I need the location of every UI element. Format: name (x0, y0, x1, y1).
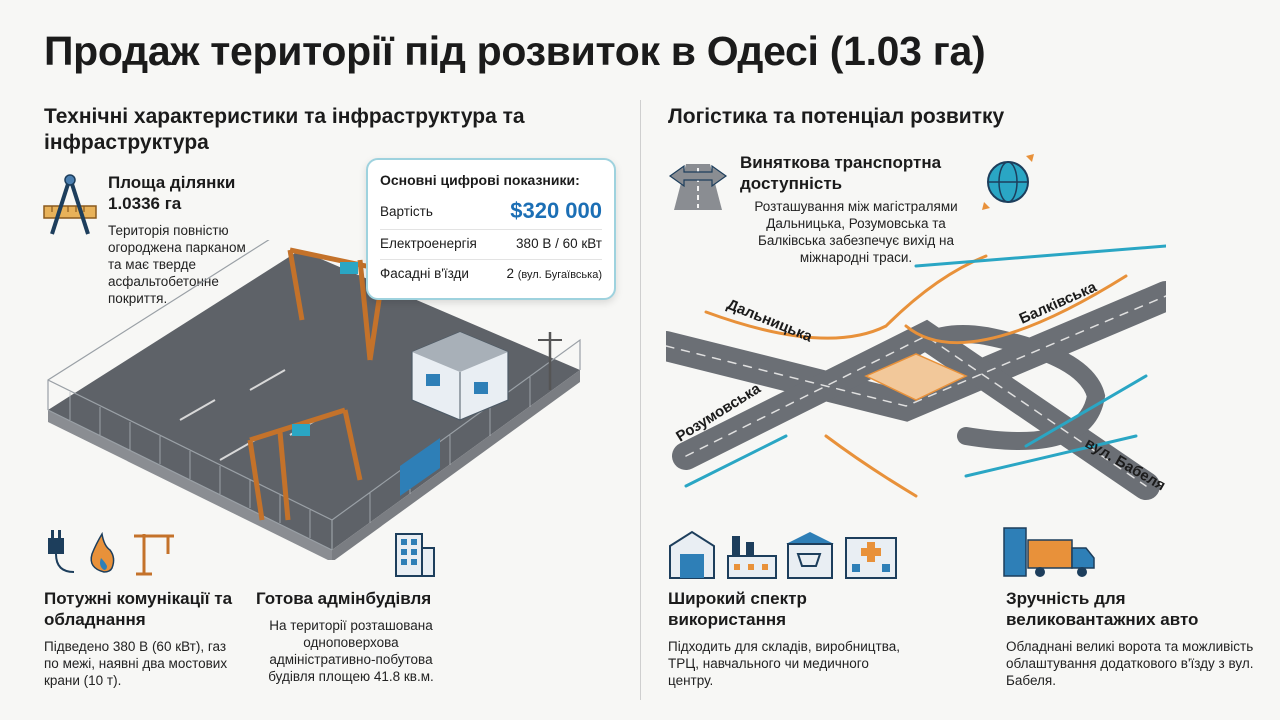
utilities-title: Потужні комунікації та обладнання (44, 589, 233, 629)
trucks-title: Зручність для великовантажних авто (1006, 589, 1199, 629)
area-text: Територія повністю огороджена парканом т… (108, 223, 246, 306)
power-value: 380 В / 60 кВт (516, 236, 602, 251)
globe-icon (978, 150, 1038, 214)
right-section-heading: Логістика та потенціал розвитку (668, 105, 1005, 128)
road-map-illustration: Дальницька Балківська Розумовська вул. Б… (666, 236, 1166, 526)
entrances-value: 2 (506, 266, 514, 281)
office-building-icon (392, 530, 438, 578)
factory-icon (727, 536, 777, 579)
price-value: $320 000 (510, 198, 602, 223)
truck-icon (1002, 526, 1098, 580)
column-divider (640, 100, 641, 700)
road-label-dalnytska: Дальницька (725, 296, 816, 346)
warehouse-icon (669, 530, 715, 579)
power-label: Електроенергія (380, 236, 477, 251)
admin-title: Готова адмінбудівля (256, 589, 432, 608)
entrances-note: (вул. Бугаївська) (517, 269, 602, 281)
entrances-label: Фасадні в'їзди (380, 266, 469, 281)
entrances-row: Фасадні в'їзди 2 (вул. Бугаївська) (380, 266, 602, 281)
utilities-text: Підведено 380 В (60 кВт), газ по межі, н… (44, 639, 228, 688)
shopping-mall-icon (786, 532, 834, 579)
admin-text: На території розташована одноповерхова а… (268, 618, 434, 684)
key-figures-card: Основні цифрові показники: Вартість $320… (366, 158, 616, 300)
key-figures-heading: Основні цифрові показники: (380, 172, 580, 188)
hospital-icon (845, 537, 897, 579)
flame-icon (90, 531, 115, 573)
transport-title: Виняткова транспортна доступність (740, 153, 942, 193)
left-section-heading: Технічні характеристики та інфраструктур… (44, 105, 525, 154)
power-row: Електроенергія 380 В / 60 кВт (380, 236, 602, 251)
site-illustration (40, 240, 600, 560)
usage-title: Широкий спектр використання (668, 589, 807, 629)
transport-text: Розташування між магістралями Дальницька… (754, 199, 958, 265)
area-title: Площа ділянки 1.0336 га (108, 173, 236, 213)
usage-text: Підходить для складів, виробництва, ТРЦ,… (668, 639, 900, 688)
price-row: Вартість $320 000 (380, 198, 602, 224)
price-label: Вартість (380, 203, 433, 219)
trucks-text: Обладнані великі ворота та можливість об… (1006, 639, 1254, 688)
highway-arrows-icon (668, 150, 728, 212)
page-title: Продаж території під розвиток в Одесі (1… (44, 28, 986, 74)
plug-icon (48, 530, 75, 573)
compass-ruler-icon (42, 172, 98, 238)
usage-icons (668, 528, 900, 580)
crane-icon (134, 534, 174, 576)
utilities-icons (44, 528, 184, 578)
